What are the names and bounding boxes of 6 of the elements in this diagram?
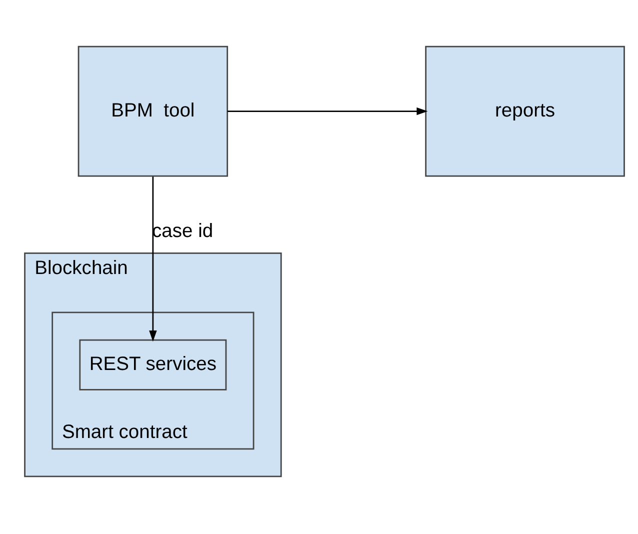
node-box: REST services [79, 339, 227, 390]
arrow [227, 107, 428, 116]
edge-label: case id [152, 220, 214, 242]
arrow [149, 176, 157, 342]
node-box: reports [425, 46, 625, 177]
node-box: BPM tool [78, 46, 228, 177]
